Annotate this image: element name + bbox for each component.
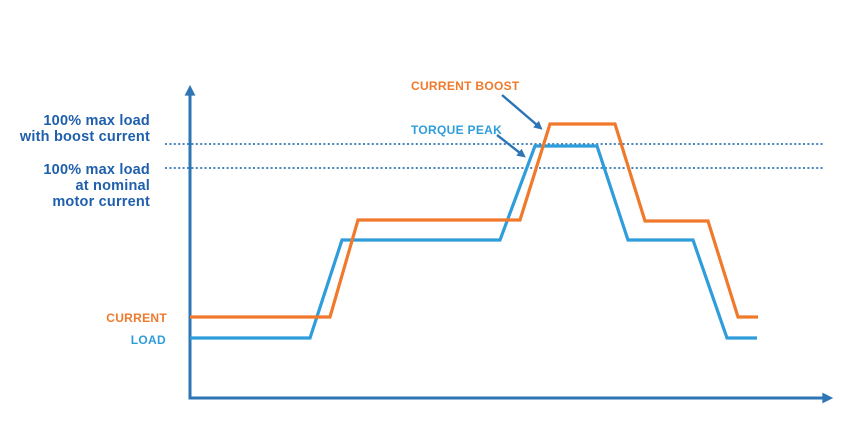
nominal-max-load-label-line1: 100% max load	[43, 162, 150, 178]
annotation-arrow	[496, 134, 526, 158]
annotation-arrow	[501, 94, 543, 130]
series-line-current	[190, 122, 758, 319]
load-series-label: LOAD	[130, 333, 166, 347]
boost-max-load-label: 100% max load with boost current	[20, 113, 150, 145]
boost-max-load-label-line1: 100% max load	[43, 113, 150, 129]
nominal-max-load-label-line2: at nominal	[75, 178, 150, 194]
torque-peak-annotation: TORQUE PEAK	[411, 123, 503, 137]
nominal-max-load-label: 100% max load at nominal motor current	[43, 162, 150, 210]
nominal-max-load-label-line3: motor current	[52, 194, 150, 210]
boost-max-load-label-line2: with boost current	[19, 129, 150, 145]
series-line-load	[190, 144, 757, 340]
current-boost-annotation: CURRENT BOOST	[411, 79, 520, 93]
current-series-label: CURRENT	[106, 311, 167, 325]
